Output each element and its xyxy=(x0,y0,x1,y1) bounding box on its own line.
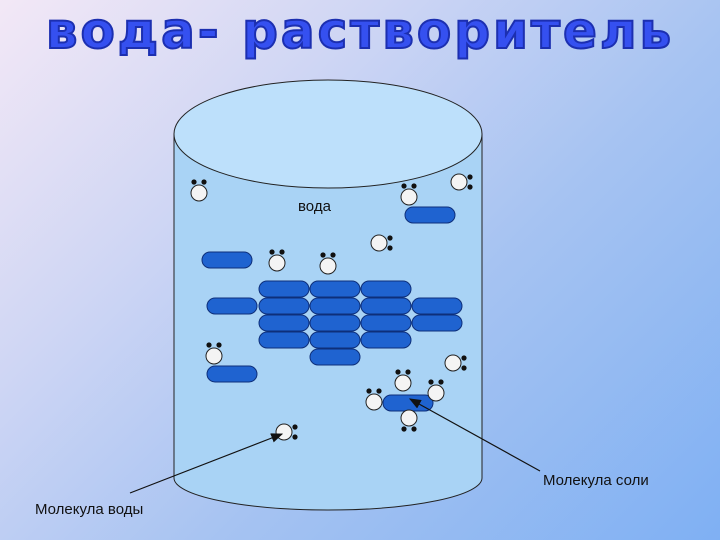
water-molecule xyxy=(365,388,383,411)
salt-ion xyxy=(411,314,463,332)
water-molecule xyxy=(319,252,337,275)
salt-ion xyxy=(360,331,412,349)
salt-ion xyxy=(360,297,412,315)
container-top xyxy=(173,79,483,189)
salt-ion xyxy=(309,280,361,298)
salt-ion xyxy=(309,314,361,332)
salt-ion xyxy=(206,297,258,315)
salt-ion xyxy=(360,280,412,298)
slide-title: вода- растворитель xyxy=(45,1,675,61)
salt-molecule-arrow xyxy=(408,398,541,472)
water-molecule xyxy=(394,369,412,392)
water-molecule xyxy=(444,354,467,372)
water-label: вода xyxy=(298,198,331,215)
salt-ion xyxy=(258,314,310,332)
salt-ion xyxy=(411,297,463,315)
water-molecule xyxy=(400,183,418,206)
water-molecule-label: Молекула воды xyxy=(35,501,144,518)
water-molecule-arrow xyxy=(129,433,284,494)
water-molecule xyxy=(205,342,223,365)
water-molecules xyxy=(190,173,473,441)
water-molecule xyxy=(268,249,286,272)
salt-ion xyxy=(258,331,310,349)
salt-ion xyxy=(309,297,361,315)
water-molecule xyxy=(275,423,298,441)
salt-ion xyxy=(360,314,412,332)
salt-molecule-label: Молекула соли xyxy=(543,472,649,489)
water-molecule xyxy=(400,409,418,432)
salt-ion xyxy=(309,331,361,349)
water-molecule xyxy=(427,379,445,402)
salt-ion xyxy=(258,297,310,315)
salt-crystal xyxy=(201,206,463,412)
water-molecule xyxy=(450,173,473,191)
salt-ion xyxy=(201,251,253,269)
salt-ion xyxy=(404,206,456,224)
salt-ion xyxy=(382,394,434,412)
salt-ion xyxy=(258,280,310,298)
water-molecule xyxy=(370,234,393,252)
water-molecule xyxy=(190,179,208,202)
salt-ion xyxy=(206,365,258,383)
salt-ion xyxy=(309,348,361,366)
